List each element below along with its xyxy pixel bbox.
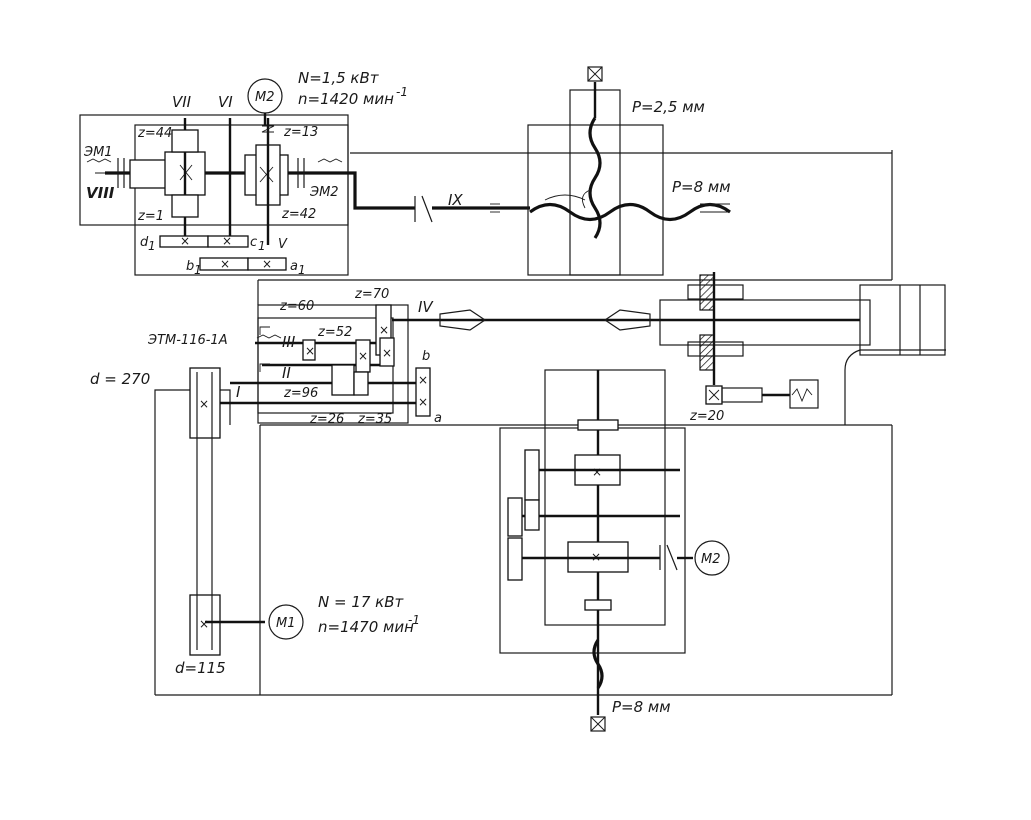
svg-text:×: × [222,234,232,248]
label-etm: ЭТМ-116-1А [147,333,228,348]
spindle-head-right [659,272,946,409]
motor-m2-top [247,78,283,125]
svg-text:×: × [592,465,602,479]
label-b1-sub: 1 [194,263,202,277]
label-d1: d [140,235,149,250]
label-ix: IX [448,191,463,209]
label-m2-bottom: M2 [701,552,721,567]
svg-text:×: × [199,617,209,631]
shaft-ix [330,171,530,223]
svg-text:×: × [199,397,209,411]
svg-text:×: × [358,349,368,363]
label-motor2-power: N=1,5 кВт [298,69,380,87]
label-z42: z=42 [281,207,316,222]
label-b: b [422,349,430,364]
label-d270: d = 270 [90,370,150,388]
upper-gearbox: × × × × [79,114,349,276]
svg-text:×: × [180,234,190,248]
label-z60: z=60 [279,299,314,314]
label-z1: z=1 [137,209,164,224]
label-motor1-power: N = 17 кВт [318,593,405,611]
label-em2: ЭМ2 [309,185,339,200]
label-pitch-8-bottom: P=8 мм [612,698,671,716]
label-z44: z=44 [137,126,172,141]
label-a: a [434,411,442,426]
svg-text:×: × [305,344,315,358]
svg-text:×: × [382,346,392,360]
label-z96: z=96 [283,386,318,401]
label-vii: VII [172,93,192,111]
svg-text:×: × [379,323,389,337]
label-i: I [236,383,241,401]
label-iii: III [282,333,296,351]
label-iv: IV [418,298,434,316]
belt-drive: × × [189,367,265,656]
label-motor1-speed-exp: -1 [408,613,420,627]
label-motor2-speed: n=1420 мин [298,90,394,108]
label-vi: VI [218,93,233,111]
upper-spindle-head [527,66,731,276]
label-ii: II [282,364,291,382]
feed-box: × × [499,369,693,732]
label-motor2-speed-exp: -1 [396,85,408,99]
label-b1: b [186,259,194,274]
label-a1: a [290,259,298,274]
label-c1-sub: 1 [258,239,266,253]
label-v: V [278,237,288,252]
svg-text:×: × [220,257,230,271]
main-gearbox: × × × × × × [205,304,660,424]
motor-m2-bottom [694,540,730,576]
label-c1: c [250,235,257,250]
label-z20: z=20 [689,409,724,424]
label-z70: z=70 [354,287,389,302]
label-d115: d=115 [175,659,226,677]
label-m2-top: M2 [255,90,275,105]
label-d1-sub: 1 [148,239,156,253]
motor-m1 [268,604,304,640]
machine-frame [154,150,946,696]
label-a1-sub: 1 [298,263,306,277]
label-z35: z=35 [357,412,392,427]
svg-text:×: × [418,395,428,409]
label-em1: ЭМ1 [83,145,113,160]
svg-text:×: × [262,257,272,271]
label-z52: z=52 [317,325,352,340]
label-z13: z=13 [283,125,318,140]
label-pitch-25: P=2,5 мм [632,98,705,116]
label-viii: VIII [86,184,115,202]
label-motor1-speed: n=1470 мин [318,618,414,636]
label-pitch-8-top: P=8 мм [672,178,731,196]
label-z26: z=26 [309,412,344,427]
svg-text:×: × [418,373,428,387]
label-m1: M1 [276,616,296,631]
